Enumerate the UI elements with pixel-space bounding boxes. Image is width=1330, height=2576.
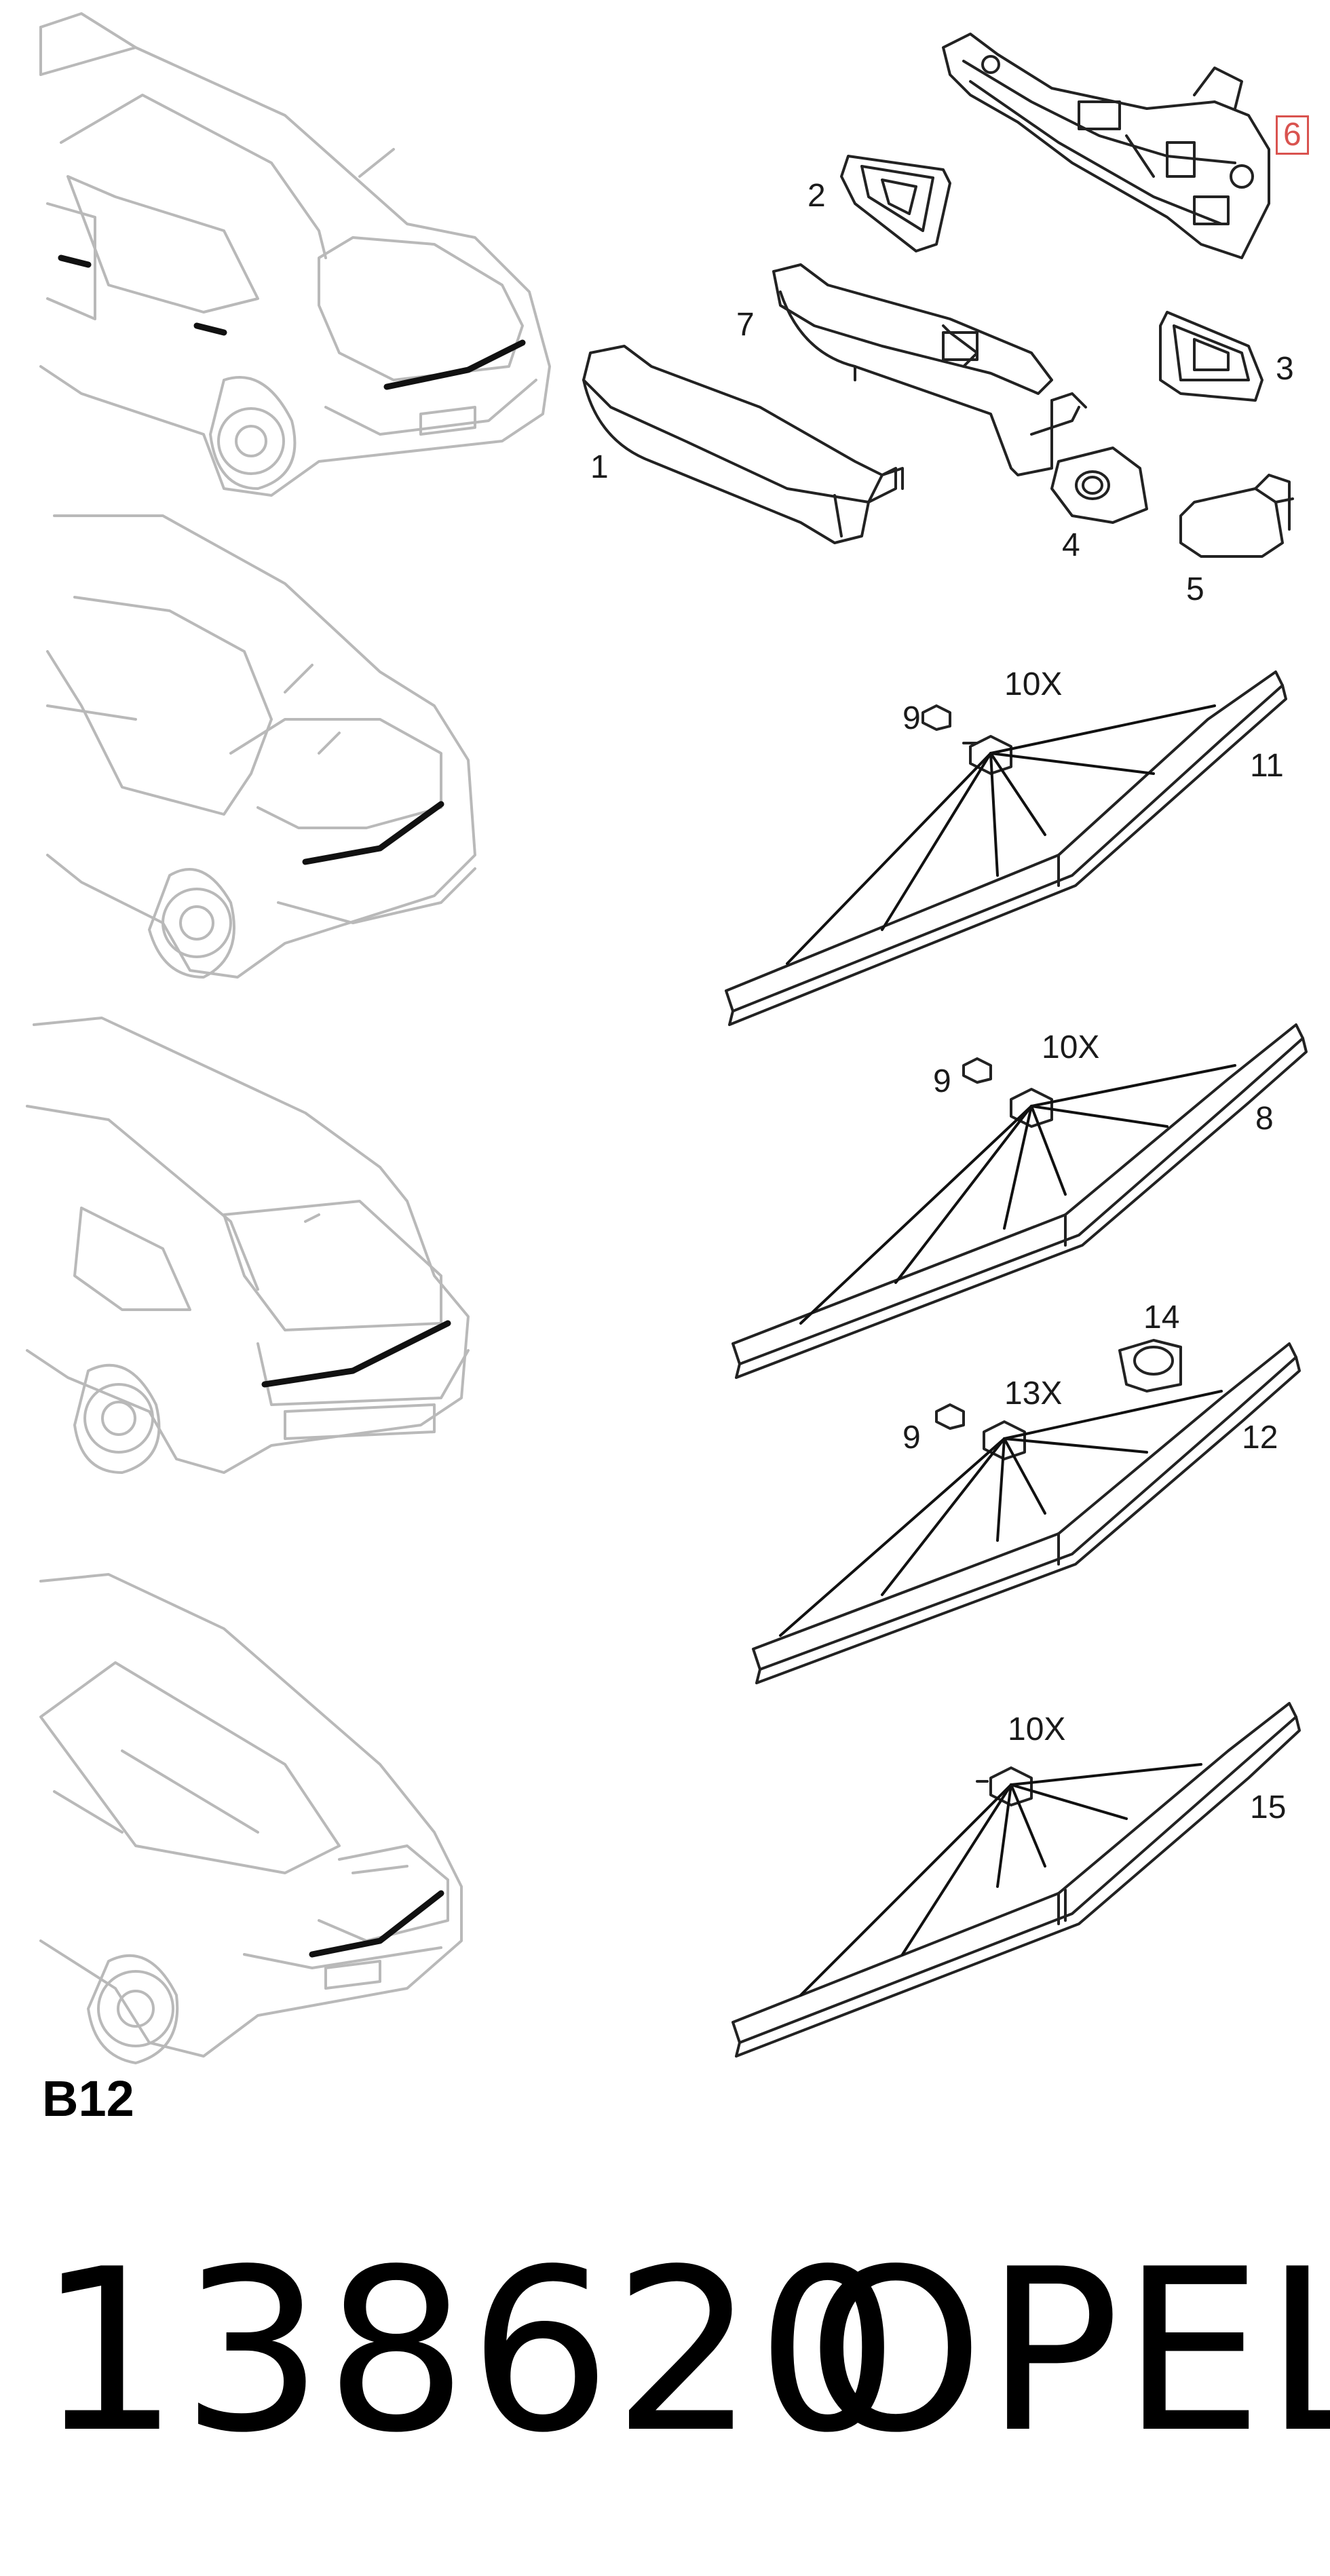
callout-7: 7 xyxy=(736,307,755,343)
part-8-clip-lines xyxy=(799,1064,1236,1325)
part-8-trim-strip xyxy=(732,1023,1308,1379)
part-6-handle-bracket xyxy=(942,33,1270,259)
part-5-endcap xyxy=(1179,474,1294,558)
callout-10x-c: 10X xyxy=(1008,1711,1066,1747)
part-number: 138620 xyxy=(37,2221,900,2482)
part-15-clip-lines xyxy=(799,1763,1202,1996)
part-12-trim-strip xyxy=(752,1342,1301,1684)
callout-4: 4 xyxy=(1062,527,1080,563)
callout-13x: 13X xyxy=(1004,1376,1063,1412)
callout-10x-a: 10X xyxy=(1004,666,1063,702)
callout-2: 2 xyxy=(808,178,826,214)
callout-15: 15 xyxy=(1250,1789,1287,1825)
callout-8: 8 xyxy=(1255,1101,1274,1137)
car-gtc-highlights xyxy=(302,801,444,865)
brand-name: OPEL xyxy=(808,2221,1330,2482)
part-14-grommet xyxy=(1118,1339,1182,1393)
callout-3: 3 xyxy=(1276,351,1294,387)
callout-9-b: 9 xyxy=(933,1063,951,1099)
callout-5: 5 xyxy=(1186,571,1204,607)
part-11-trim-strip xyxy=(725,670,1287,1026)
part-11-clip-lines xyxy=(786,704,1216,965)
callout-12: 12 xyxy=(1242,1420,1278,1456)
part-15-trim-strip xyxy=(732,1702,1301,2058)
callout-10x-b: 10X xyxy=(1042,1029,1100,1065)
part-7-handle xyxy=(772,263,1087,476)
car-hatchback-highlights xyxy=(58,254,526,390)
callout-9-c: 9 xyxy=(902,1420,921,1456)
callout-9-a: 9 xyxy=(902,700,921,736)
part-3-bezel xyxy=(1159,311,1264,402)
callout-11: 11 xyxy=(1250,748,1284,784)
callout-14: 14 xyxy=(1143,1300,1180,1336)
car-gtc-illustration xyxy=(46,514,476,979)
callout-6: 6 xyxy=(1276,115,1309,155)
car-hatchback-illustration xyxy=(39,12,551,497)
part-1-handle xyxy=(582,345,904,544)
part-4-cap xyxy=(1050,447,1148,524)
car-cabrio-highlights xyxy=(309,1890,444,1958)
part-2-bezel xyxy=(840,155,951,252)
parts-diagram xyxy=(26,12,1308,2064)
car-estate-illustration xyxy=(26,1017,470,1474)
car-cabrio-illustration xyxy=(39,1573,463,2064)
part-12-clip-lines xyxy=(779,1390,1223,1637)
callout-1: 1 xyxy=(590,449,609,485)
car-estate-highlights xyxy=(261,1320,451,1388)
section-code: B12 xyxy=(42,2070,134,2127)
